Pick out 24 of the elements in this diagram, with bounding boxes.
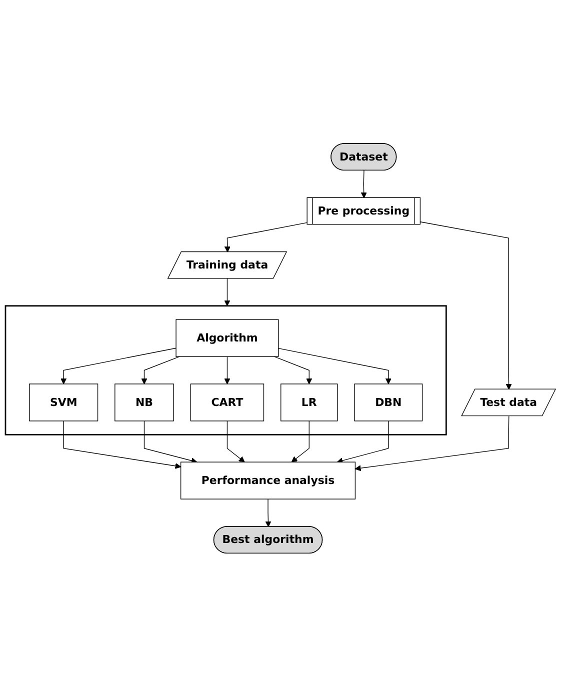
arrow: [60, 348, 176, 384]
node-box: LR: [280, 384, 338, 422]
arrow: [336, 420, 389, 464]
cluster: [4, 305, 447, 436]
arrow: [420, 222, 512, 390]
arrow: [226, 420, 245, 462]
arrow: [278, 348, 392, 384]
node-box: SVM: [29, 384, 98, 422]
arrow: [274, 356, 312, 384]
node-box: CART: [190, 384, 264, 422]
arrow: [265, 498, 272, 528]
arrow: [224, 222, 308, 253]
arrow: [291, 420, 310, 462]
arrow: [360, 170, 367, 198]
arrow: [354, 416, 510, 472]
arrow: [224, 356, 230, 384]
arrow: [144, 420, 198, 464]
arrow: [63, 420, 182, 470]
arrow: [224, 278, 230, 306]
node-box: DBN: [354, 384, 423, 422]
arrow: [141, 356, 180, 384]
node-box: Performance analysis: [180, 462, 356, 500]
node-box: Algorithm: [176, 319, 279, 358]
node-box: NB: [114, 384, 174, 422]
